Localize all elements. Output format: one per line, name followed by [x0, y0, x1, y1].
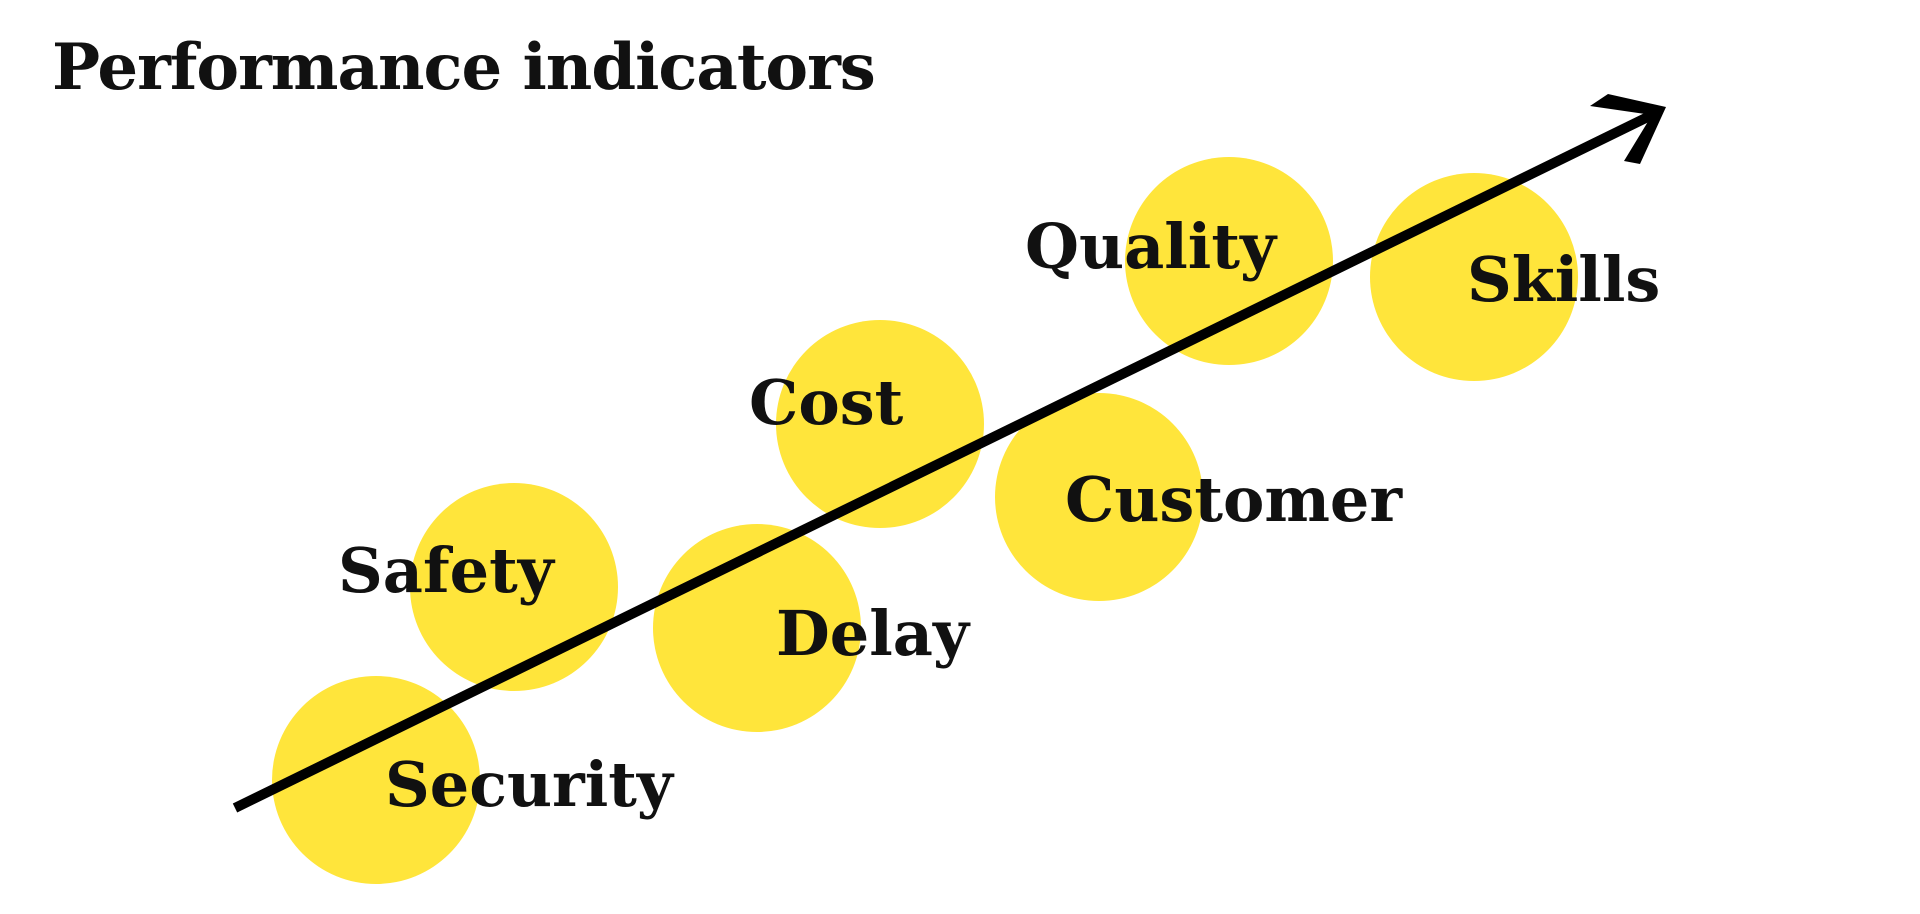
customer-circle — [995, 393, 1203, 601]
quality-circle — [1125, 157, 1333, 365]
security-circle — [272, 676, 480, 884]
arrow-shaft — [232, 107, 1661, 813]
label-quality: Quality — [1025, 210, 1278, 283]
safety-circle — [410, 483, 618, 691]
label-safety: Safety — [338, 534, 556, 607]
label-security: Security — [385, 748, 675, 821]
label-customer: Customer — [1065, 463, 1403, 536]
page-title: Performance indicators — [52, 30, 876, 105]
label-cost: Cost — [749, 366, 904, 439]
cost-circle — [776, 320, 984, 528]
arrow-head-icon — [1590, 94, 1666, 164]
growth-arrow — [232, 94, 1666, 813]
label-delay: Delay — [776, 597, 971, 670]
label-skills: Skills — [1467, 243, 1660, 316]
